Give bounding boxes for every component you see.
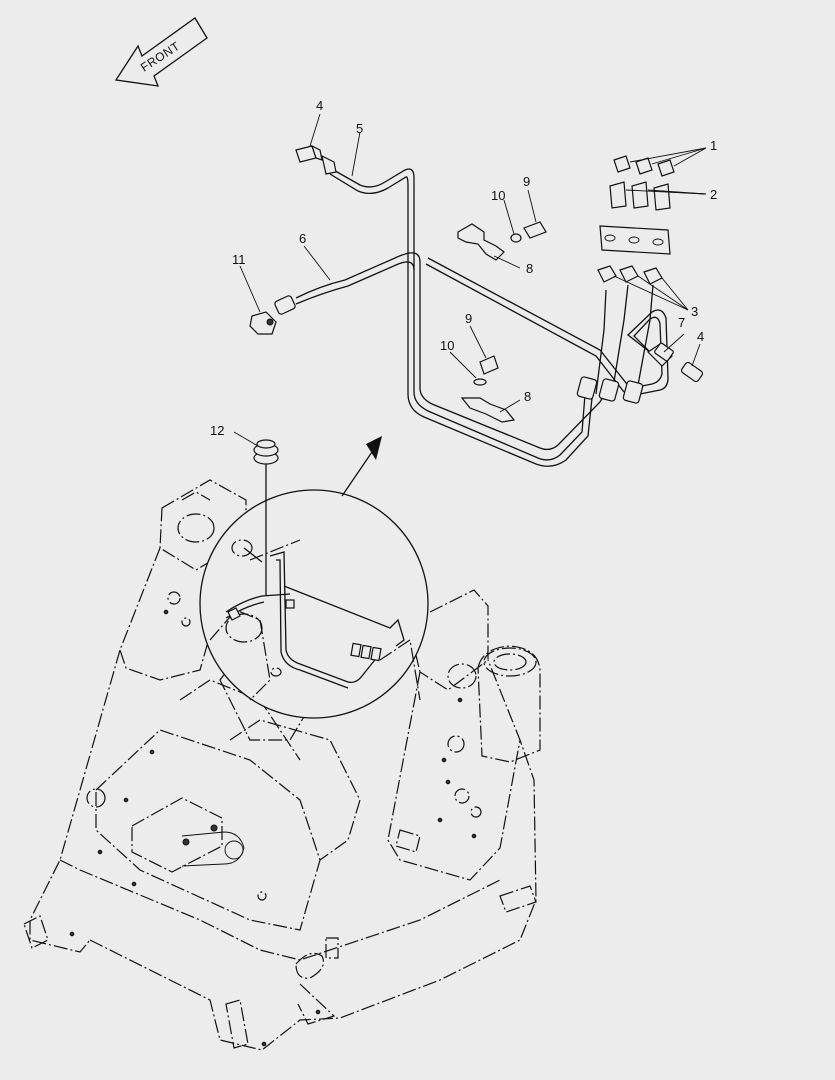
callout-1: 1	[710, 138, 717, 153]
callout-8-lower: 8	[524, 389, 531, 404]
part-10-washer-lower	[473, 378, 487, 386]
tube-end-fittings	[576, 376, 644, 404]
callout-6: 6	[299, 231, 306, 246]
loader-frame	[23, 479, 541, 1051]
callout-11: 11	[232, 252, 246, 267]
front-label: FRONT	[138, 39, 183, 75]
part-8-clamp-lower	[460, 397, 516, 423]
callout-9-upper: 9	[523, 174, 530, 189]
tube-assembly	[249, 144, 704, 467]
bulkhead-plate	[599, 225, 671, 255]
front-direction-arrow: FRONT	[114, 17, 208, 87]
part-8-clamp-upper	[457, 223, 505, 261]
part-9-bolt-lower	[479, 355, 499, 375]
leader-lines	[233, 113, 707, 447]
part-2-fittings	[609, 181, 671, 211]
callout-5: 5	[356, 121, 363, 136]
callout-4-upper: 4	[316, 98, 323, 113]
callout-10-lower: 10	[440, 338, 454, 353]
part-9-bolt-upper	[523, 221, 547, 239]
callout-12: 12	[210, 423, 224, 438]
frame-bolt-dots	[69, 609, 477, 1047]
callout-9-lower: 9	[465, 311, 472, 326]
part-11-sensor	[249, 295, 296, 335]
callout-7: 7	[678, 315, 685, 330]
callout-labels: 1 2 3 4 4 5 6 7 8 8 9 9 10 10 11 12	[210, 98, 717, 438]
part-4-fitting-upper	[295, 144, 337, 175]
part-3-nuts	[597, 265, 663, 285]
callout-10-upper: 10	[491, 188, 505, 203]
detail-location-circle	[199, 436, 429, 719]
part-12-grommet	[253, 439, 279, 465]
part-10-washer-upper	[510, 233, 522, 243]
callout-2: 2	[710, 187, 717, 202]
callout-8-upper: 8	[526, 261, 533, 276]
callout-3: 3	[691, 304, 698, 319]
callout-4-right: 4	[697, 329, 704, 344]
